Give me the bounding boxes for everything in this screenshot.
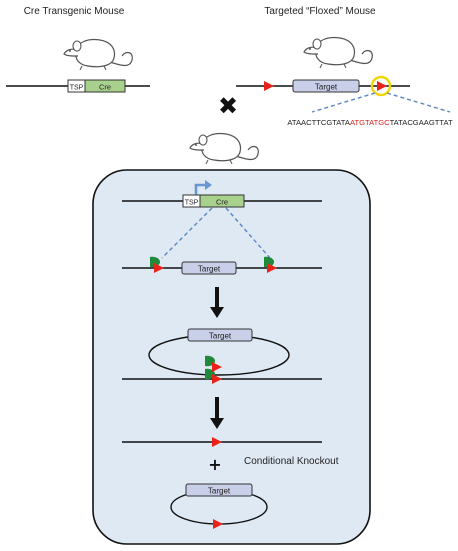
cre-box — [199, 194, 245, 208]
target-box — [185, 483, 253, 497]
zoom-dashed-line — [311, 92, 376, 113]
target-box — [181, 261, 237, 275]
cre-label: Cre — [216, 198, 228, 207]
offspring-panel — [92, 169, 371, 545]
cross-icon: ✖ — [218, 92, 238, 120]
target-box — [292, 79, 360, 93]
target-box — [187, 328, 253, 342]
target-label: Target — [209, 332, 232, 341]
target-label: Target — [208, 487, 231, 496]
tsp-label: TSP — [185, 200, 199, 207]
mouse-icon — [63, 38, 133, 71]
target-label: Target — [198, 265, 221, 274]
loxp-sequence: ATAACTTCGTATAATGTATGCTATACGAAGTTAT — [287, 118, 453, 127]
promoter-arrow-icon — [194, 183, 206, 196]
cre-dashed-line — [161, 207, 213, 259]
zoom-dashed-line — [386, 92, 451, 113]
cre-box — [84, 79, 126, 93]
mouse-icon — [189, 132, 259, 165]
cre-mouse-title: Cre Transgenic Mouse — [24, 6, 125, 17]
cre-label: Cre — [99, 83, 111, 92]
loxp-triangle — [377, 81, 387, 91]
plus-icon: + — [208, 455, 221, 474]
target-label: Target — [315, 83, 338, 92]
tsp-label: TSP — [70, 85, 84, 92]
floxed-mouse-title: Targeted “Floxed” Mouse — [264, 6, 376, 17]
mouse-icon — [303, 36, 373, 69]
highlight-ring — [370, 75, 392, 97]
conditional-knockout-label: Conditional Knockout — [244, 456, 339, 467]
loxp-triangle — [264, 81, 274, 91]
